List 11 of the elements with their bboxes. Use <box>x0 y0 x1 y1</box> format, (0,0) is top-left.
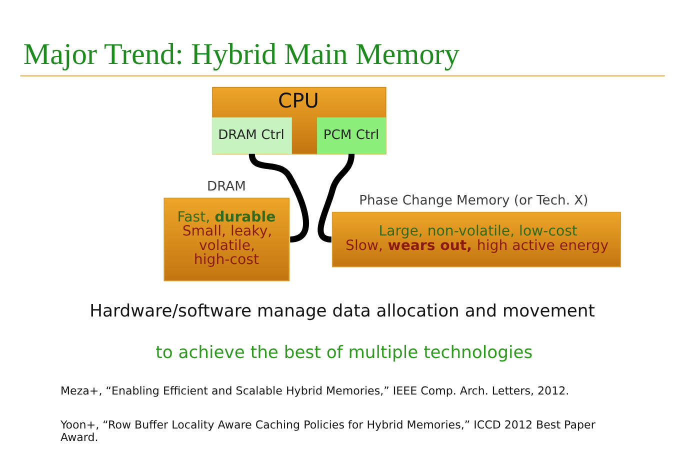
label: Yoon+, “Row Buffer Locality Aware Caching Policies for Hybrid Memories,” ICCD 2012 Best Paper Award. <box>60 418 596 444</box>
label: Hardware/software manage data allocation and movement <box>90 302 595 322</box>
label: to achieve the best of multiple technologies <box>156 342 533 363</box>
node-label: Phase Change Memory (or Tech. X) <box>359 194 588 209</box>
node-label: DRAM <box>207 180 246 195</box>
node-box: DRAM Ctrl <box>212 117 292 154</box>
diagram-title: Major Trend: Hybrid Main Memory <box>23 36 460 71</box>
connector <box>318 154 355 243</box>
node-box: PCM Ctrl <box>317 117 386 154</box>
label: Meza+, “Enabling Efficient and Scalable Hybrid Memories,” IEEE Comp. Arch. Letters, 2012. <box>60 384 570 398</box>
connector <box>248 154 309 242</box>
